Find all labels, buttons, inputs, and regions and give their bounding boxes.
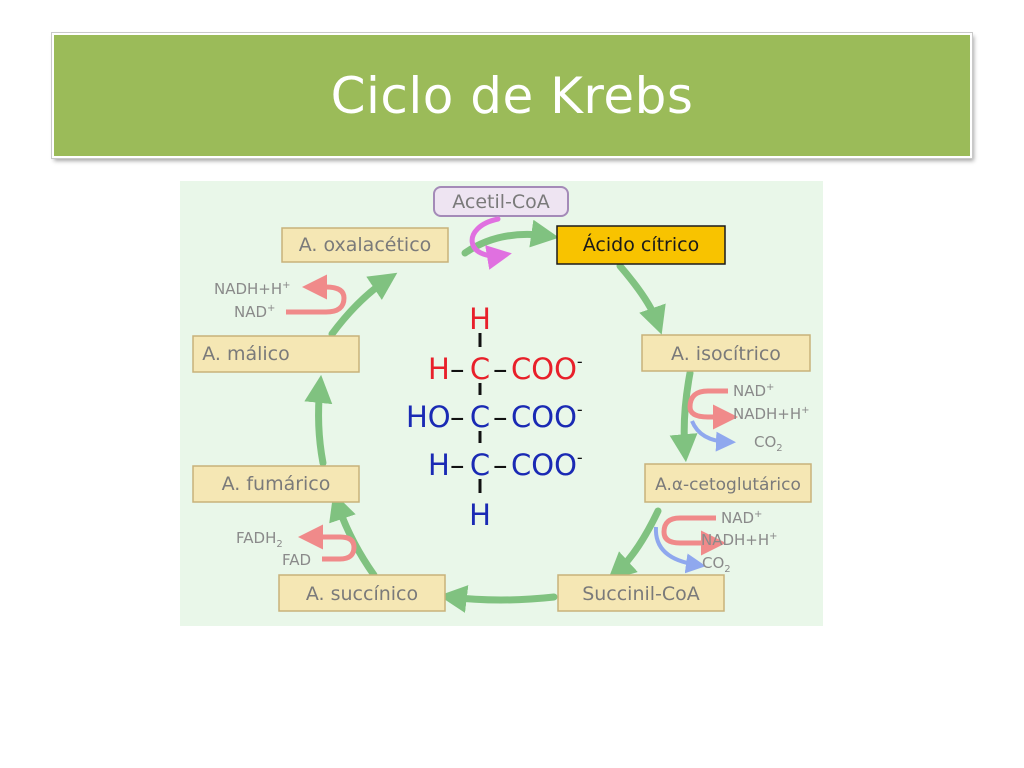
cetoglutarico-cofactors: NAD+ NADH+H+ CO2 — [653, 509, 778, 575]
succinico-cofactors: FADH2 FAD — [236, 524, 357, 569]
coo-row3-text: COO — [511, 448, 577, 482]
isocitrico-nadh-label: NADH+H+ — [733, 405, 810, 423]
citric-acid-molecule: H H – C – COO- HO – C – COO- H – C – COO… — [406, 302, 583, 532]
atom-h-row3: H — [428, 448, 450, 482]
atom-h-top: H — [469, 302, 491, 336]
slide-title: Ciclo de Krebs — [330, 66, 694, 125]
krebs-cycle-diagram: Acetil-CoA A. oxalacético Ácido cítrico … — [180, 181, 823, 626]
cetoglutarico-label: A.α-cetoglutárico — [655, 475, 801, 495]
iso-co2-text: CO — [754, 433, 776, 451]
fadh2-label: FADH2 — [236, 529, 283, 550]
group-coo-row2: COO- — [511, 400, 583, 434]
cetoglutarico-nad-label: NAD+ — [721, 509, 762, 527]
arrow-cetoglutarico-to-succinil — [607, 507, 662, 581]
arrow-fumarico-to-malico — [304, 374, 333, 467]
bond-row1-left: – — [450, 352, 465, 386]
arrow-citrico-to-isocitrico — [616, 262, 666, 335]
atom-ho-row2: HO — [406, 400, 451, 434]
citrico-label: Ácido cítrico — [583, 233, 699, 256]
iso-co2-sub: 2 — [776, 443, 782, 454]
acetil-coa-entry-arrow — [469, 216, 512, 270]
succinil-label: Succinil-CoA — [582, 583, 700, 605]
cetoglutarico-nadh-label: NADH+H+ — [701, 531, 778, 549]
bond-row1-right: – — [493, 352, 508, 386]
malico-nadh-label: NADH+H+ — [214, 280, 291, 298]
iso-nadh-sup: + — [801, 405, 809, 416]
ceto-nad-sup: + — [754, 509, 762, 520]
fad-label: FAD — [282, 551, 311, 569]
malico-box — [192, 335, 360, 373]
cetoglutarico-box — [644, 463, 812, 503]
fumarico-box — [192, 465, 360, 503]
cetoglutarico-co2-arrow — [653, 526, 706, 574]
cetoglutarico-redox-arrow — [661, 515, 726, 556]
malico-nadh-text: NADH+H — [214, 280, 282, 298]
bond-row3-right: – — [493, 448, 508, 482]
atom-h-row1: H — [428, 352, 450, 386]
succinico-label: A. succínico — [306, 583, 418, 605]
oxalacetico-label: A. oxalacético — [299, 234, 432, 256]
isocitrico-redox-arrow — [687, 388, 738, 430]
oxalacetico-box — [281, 227, 449, 263]
isocitrico-cofactors: NAD+ NADH+H+ CO2 — [687, 382, 810, 454]
coo-row1-text: COO — [511, 352, 577, 386]
bond-row3-left: – — [450, 448, 465, 482]
iso-nadh-text: NADH+H — [733, 405, 801, 423]
arrow-succinil-to-succinico — [438, 585, 558, 613]
malico-redox-arrow — [286, 274, 347, 315]
malico-cofactors: NADH+H+ NAD+ — [214, 274, 347, 321]
acetil-coa-label: Acetil-CoA — [452, 191, 550, 213]
coo-row1-charge: - — [577, 352, 583, 371]
malico-label: A. málico — [202, 343, 290, 365]
compound-boxes: A. oxalacético Ácido cítrico A. isocítri… — [192, 225, 812, 612]
atom-c-row1: C — [470, 352, 490, 386]
isocitrico-co2-label: CO2 — [754, 433, 783, 454]
fadh-text: FADH — [236, 529, 276, 547]
bond-row2-left: – — [450, 400, 465, 434]
atom-c-row3: C — [470, 448, 490, 482]
group-coo-row1: COO- — [511, 352, 583, 386]
ceto-co2-sub: 2 — [724, 564, 730, 575]
fadh-sub: 2 — [276, 539, 282, 550]
coo-row3-charge: - — [577, 448, 583, 467]
isocitrico-box — [641, 334, 811, 372]
succinico-box — [278, 574, 446, 612]
citrico-box — [556, 225, 726, 265]
bond-row2-right: – — [493, 400, 508, 434]
fumarico-label: A. fumárico — [222, 473, 331, 495]
succinico-redox-arrow — [298, 524, 357, 562]
arrow-malico-to-oxalacetico — [328, 272, 398, 338]
isocitrico-nad-label: NAD+ — [733, 382, 774, 400]
ceto-nad-text: NAD — [721, 509, 754, 527]
ceto-nadh-sup: + — [769, 531, 777, 542]
ceto-co2-text: CO — [702, 554, 724, 572]
iso-nad-text: NAD — [733, 382, 766, 400]
atom-c-row2: C — [470, 400, 490, 434]
cetoglutarico-co2-label: CO2 — [702, 554, 731, 575]
succinil-box — [557, 574, 725, 612]
atom-h-bottom: H — [469, 498, 491, 532]
acetil-coa-box — [433, 186, 569, 217]
title-banner: Ciclo de Krebs — [51, 32, 973, 159]
malico-nad-sup: + — [267, 303, 275, 314]
coo-row2-charge: - — [577, 400, 583, 419]
malico-nad-text: NAD — [234, 303, 267, 321]
arrow-isocitrico-to-cetoglutarico — [669, 369, 698, 463]
isocitrico-co2-arrow — [690, 420, 736, 452]
krebs-cycle-svg: Acetil-CoA A. oxalacético Ácido cítrico … — [180, 181, 823, 626]
malico-nad-label: NAD+ — [234, 303, 275, 321]
ceto-nadh-text: NADH+H — [701, 531, 769, 549]
group-coo-row3: COO- — [511, 448, 583, 482]
iso-nad-sup: + — [766, 382, 774, 393]
malico-nadh-sup: + — [282, 280, 290, 291]
isocitrico-label: A. isocítrico — [671, 343, 781, 365]
coo-row2-text: COO — [511, 400, 577, 434]
